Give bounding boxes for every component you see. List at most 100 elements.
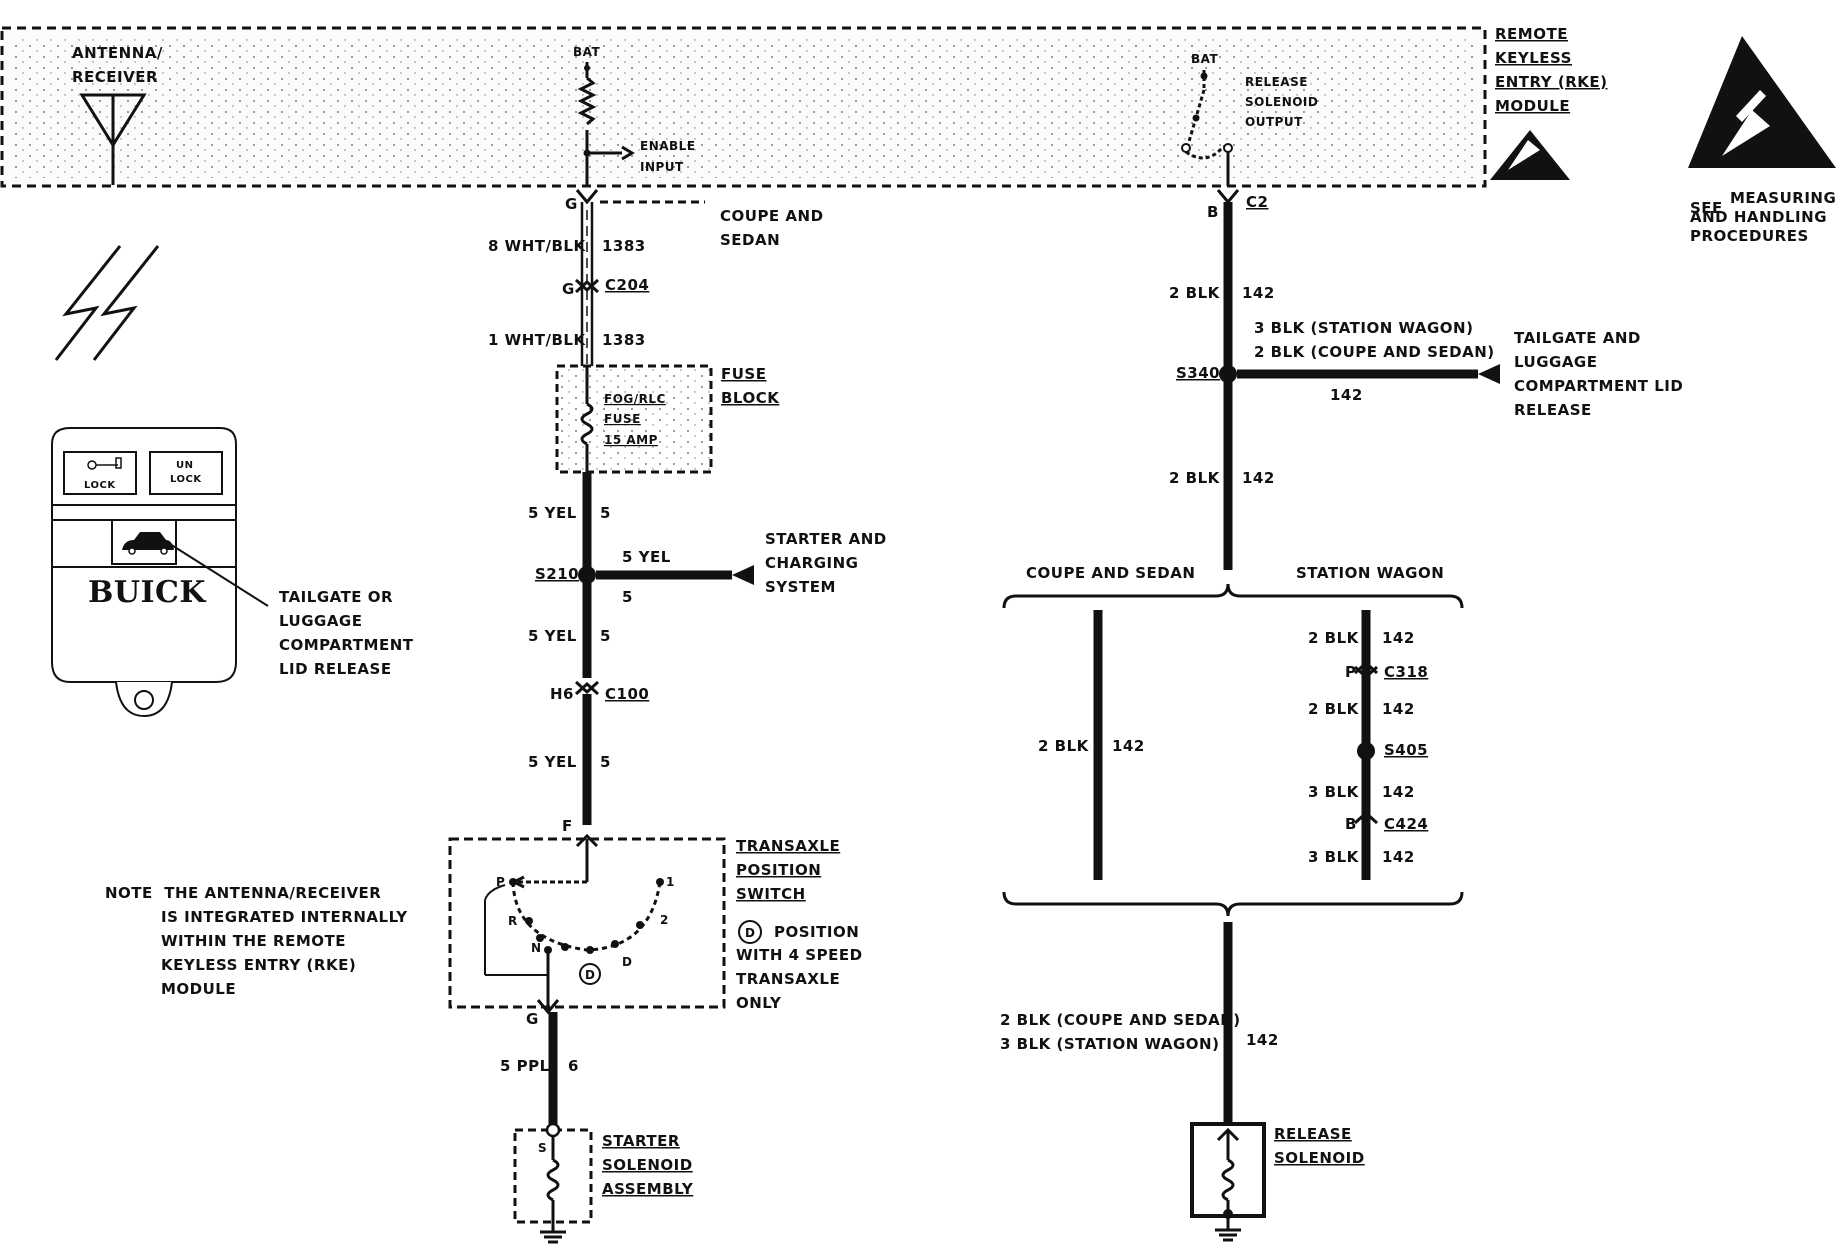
unlock-button[interactable]: [149, 451, 223, 495]
connector-c424-icon: [1353, 810, 1379, 825]
antenna-note: NOTE THE ANTENNA/RECEIVER IS INTEGRATED …: [105, 884, 408, 998]
switch-pos-n: N: [531, 941, 542, 955]
switch-note-3: TRANSAXLE: [736, 970, 840, 988]
wire4-label: 5 YEL: [528, 627, 577, 645]
tailgate-dest-3: COMPARTMENT LID: [1514, 377, 1683, 395]
rke-module-title-3: ENTRY (RKE): [1495, 73, 1607, 91]
branch-label: 5 YEL: [622, 548, 671, 566]
wire1-label: 8 WHT/BLK: [488, 237, 586, 255]
tailgate-dest-1: TAILGATE AND: [1514, 329, 1641, 347]
unlock-label-1: UN: [176, 460, 194, 471]
fob-brand-logo: BUICK: [88, 575, 206, 610]
sw-wire3-number: 142: [1382, 783, 1415, 801]
splice-s340-icon: [1219, 365, 1237, 383]
fuse-icon: [580, 366, 594, 472]
right-wire1-number: 142: [1242, 284, 1275, 302]
note-line-2: IS INTEGRATED INTERNALLY: [161, 908, 408, 926]
right-circuit: B C2 2 BLK 142 3 BLK (STATION WAGON) 2 B…: [1000, 189, 1683, 1242]
enable-resistor-icon: [577, 62, 635, 186]
starter-dest-1: STARTER AND: [765, 530, 887, 548]
wire5-number: 5: [600, 753, 611, 771]
cs-wire-label: 2 BLK: [1038, 737, 1090, 755]
antenna-label-2: RECEIVER: [72, 68, 158, 86]
pin-f-label: F: [562, 817, 573, 835]
switch-pos-d: D: [622, 955, 632, 969]
rke-module: REMOTE KEYLESS ENTRY (RKE) MODULE ANTENN…: [0, 25, 1607, 188]
transaxle-switch-icon: [484, 833, 664, 1010]
key-icon: [87, 457, 122, 470]
release-solenoid-title-1: RELEASE: [1274, 1125, 1352, 1143]
connector-c100-icon: [574, 680, 600, 696]
bottom-number: 142: [1246, 1031, 1279, 1049]
rke-module-title-1: REMOTE: [1495, 25, 1568, 43]
unlock-label-2: LOCK: [170, 474, 202, 485]
switch-note-4: ONLY: [736, 994, 782, 1012]
release-coil-icon: [1216, 1127, 1240, 1230]
note-line-3: WITHIN THE REMOTE: [161, 932, 346, 950]
c318-id-label: C318: [1384, 663, 1428, 681]
c318-pin-label: P: [1345, 663, 1357, 681]
bat-right-label: BAT: [1191, 52, 1219, 66]
car-icon: [122, 532, 174, 555]
tailgate-arrow-icon: [1478, 364, 1500, 384]
wire1-number: 1383: [602, 237, 646, 255]
starter-dest-3: SYSTEM: [765, 578, 836, 596]
option-bracket-bottom: [1002, 891, 1464, 917]
c204-pin-label: G: [562, 280, 575, 298]
bottom-note-2: 3 BLK (STATION WAGON): [1000, 1035, 1219, 1053]
lock-button[interactable]: [63, 451, 137, 495]
connector-c204-icon: [574, 278, 600, 294]
bat-left-label: BAT: [573, 45, 601, 59]
station-wagon-option: STATION WAGON: [1296, 564, 1444, 582]
switch-title-1: TRANSAXLE: [736, 837, 840, 855]
starter-coil-icon: [545, 1122, 561, 1232]
splice-s210-icon: [578, 566, 596, 584]
sw-wire1-label: 2 BLK: [1308, 629, 1360, 647]
wire2-number: 1383: [602, 331, 646, 349]
fob-callout-3: COMPARTMENT: [279, 636, 414, 654]
coupe-sedan-label-1: COUPE AND: [720, 207, 824, 225]
key-fob: LOCK UN LOCK BUICK TAILGATE OR LUGGAGE C…: [51, 427, 414, 718]
rke-module-title-4: MODULE: [1495, 97, 1570, 115]
wire4-number: 5: [600, 627, 611, 645]
wire3-number: 5: [600, 504, 611, 522]
switch-d-circle-icon: [579, 963, 601, 985]
branch-note-1: 3 BLK (STATION WAGON): [1254, 319, 1473, 337]
lightning-icon: [54, 245, 160, 361]
sw-wire4-number: 142: [1382, 848, 1415, 866]
note-line-5: MODULE: [161, 980, 236, 998]
cs-wire-number: 142: [1112, 737, 1145, 755]
release-output-label-3: OUTPUT: [1245, 115, 1303, 129]
splice-s405-icon: [1357, 742, 1375, 760]
enable-input-label-1: ENABLE: [640, 139, 696, 153]
switch-note-2: WITH 4 SPEED: [736, 946, 863, 964]
fuse-block-label-1: FUSE: [721, 365, 766, 383]
wire5-label: 5 YEL: [528, 753, 577, 771]
wire3-label: 5 YEL: [528, 504, 577, 522]
esd-warning-icon: [1688, 36, 1836, 168]
release-output-label-2: SOLENOID: [1245, 95, 1318, 109]
tailgate-dest-4: RELEASE: [1514, 401, 1592, 419]
switch-d-circle-label: D: [585, 968, 595, 982]
branch-number-142: 142: [1330, 386, 1363, 404]
branch-note-2: 2 BLK (COUPE AND SEDAN): [1254, 343, 1495, 361]
branch-number: 5: [622, 588, 633, 606]
enable-input-label-2: INPUT: [640, 160, 684, 174]
ground-icon: [540, 1230, 566, 1244]
c100-pin-label: H6: [550, 685, 574, 703]
bottom-note-1: 2 BLK (COUPE AND SEDAN): [1000, 1011, 1241, 1029]
release-switch-icon: [1181, 70, 1233, 186]
rke-module-title-2: KEYLESS: [1495, 49, 1572, 67]
esd-label-3: AND HANDLING: [1690, 208, 1827, 226]
c424-id-label: C424: [1384, 815, 1428, 833]
starter-title-3: ASSEMBLY: [602, 1180, 694, 1198]
splice-s210-label: S210: [535, 565, 579, 583]
switch-title-2: POSITION: [736, 861, 821, 879]
coupe-sedan-option: COUPE AND SEDAN: [1026, 564, 1195, 582]
fob-callout-2: LUGGAGE: [279, 612, 363, 630]
right-wire2-number: 142: [1242, 469, 1275, 487]
coupe-sedan-label-2: SEDAN: [720, 231, 780, 249]
fuse-name-3: 15 AMP: [604, 433, 658, 447]
fuse-name-1: FOG/RLC: [604, 392, 666, 406]
